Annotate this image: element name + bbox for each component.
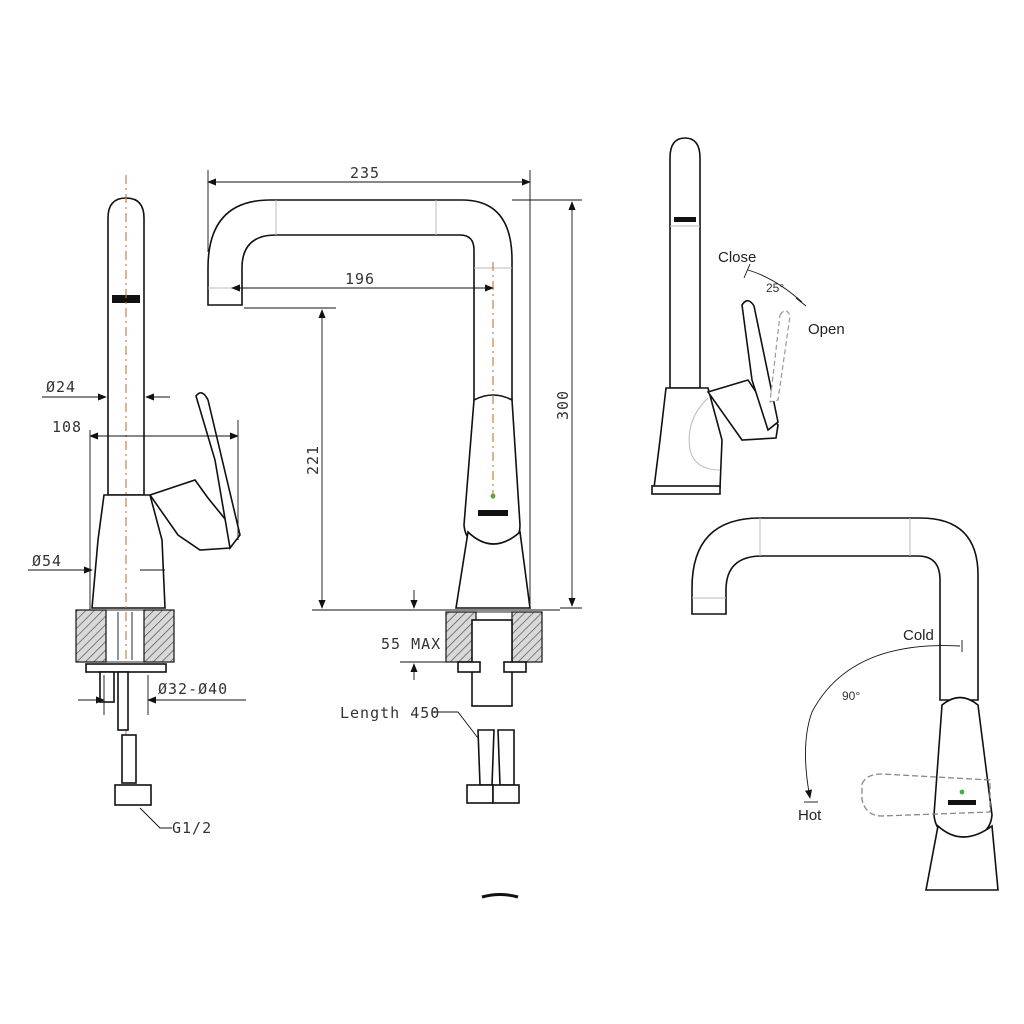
temp-hot-label: Hot bbox=[798, 807, 822, 824]
temp-view-body bbox=[925, 824, 999, 891]
lever-close-label: Close bbox=[718, 249, 756, 266]
lever-motion-view: Close 25° Open bbox=[651, 137, 845, 495]
front-nut-left bbox=[466, 784, 494, 804]
lever-view-spout bbox=[669, 137, 701, 389]
dim-55-max: 55 MAX bbox=[381, 635, 441, 653]
dim-g12: G1/2 bbox=[172, 819, 212, 837]
side-hose-lower bbox=[121, 734, 137, 784]
front-logo bbox=[478, 510, 508, 516]
side-worktop-left bbox=[75, 609, 107, 663]
front-nut-right bbox=[492, 784, 520, 804]
temp-angle-label: 90° bbox=[842, 689, 860, 703]
dim-length-450: Length 450 bbox=[340, 704, 440, 722]
side-body bbox=[91, 494, 166, 609]
side-hole bbox=[105, 609, 145, 663]
lever-view-body bbox=[653, 387, 723, 489]
side-hose-upper bbox=[117, 671, 129, 731]
temp-view-spout bbox=[691, 517, 979, 701]
side-logo bbox=[112, 295, 140, 303]
dim-196: 196 bbox=[345, 270, 375, 288]
temp-indicator-dot bbox=[959, 789, 965, 795]
dim-235: 235 bbox=[350, 164, 380, 182]
side-stud bbox=[99, 671, 115, 703]
side-fixing-plate bbox=[85, 663, 167, 673]
dim-221: 221 bbox=[304, 445, 322, 475]
front-body bbox=[455, 530, 531, 609]
temp-view-handle bbox=[933, 696, 993, 839]
dim-300: 300 bbox=[554, 390, 572, 420]
side-view: Ø24 108 Ø54 Ø32-Ø40 G1/2 bbox=[28, 175, 246, 837]
lever-view-housing bbox=[706, 379, 779, 441]
front-worktop-right bbox=[511, 611, 543, 663]
dim-108: 108 bbox=[52, 418, 82, 436]
lever-closed bbox=[741, 299, 779, 432]
lever-open-ghost bbox=[769, 310, 791, 403]
dim-d32-40: Ø32-Ø40 bbox=[158, 680, 228, 698]
front-hose-left bbox=[477, 729, 495, 786]
side-worktop-right bbox=[143, 609, 175, 663]
side-lever-handle bbox=[195, 392, 241, 550]
front-handle bbox=[463, 394, 521, 549]
temp-lever-ghost bbox=[861, 773, 991, 817]
stray-mark bbox=[481, 893, 519, 899]
lever-angle-label: 25° bbox=[766, 281, 784, 295]
dim-d54: Ø54 bbox=[32, 552, 62, 570]
front-view: 235 196 221 300 55 MAX Length 450 bbox=[207, 164, 582, 804]
front-spout bbox=[207, 199, 513, 401]
front-hose-right bbox=[497, 729, 515, 786]
front-worktop-left bbox=[445, 611, 477, 663]
temp-cold-label: Cold bbox=[903, 627, 934, 644]
side-nut bbox=[114, 784, 152, 806]
temperature-view: Cold 90° Hot bbox=[691, 517, 999, 891]
lever-open-label: Open bbox=[808, 321, 845, 338]
dim-d24: Ø24 bbox=[46, 378, 76, 396]
